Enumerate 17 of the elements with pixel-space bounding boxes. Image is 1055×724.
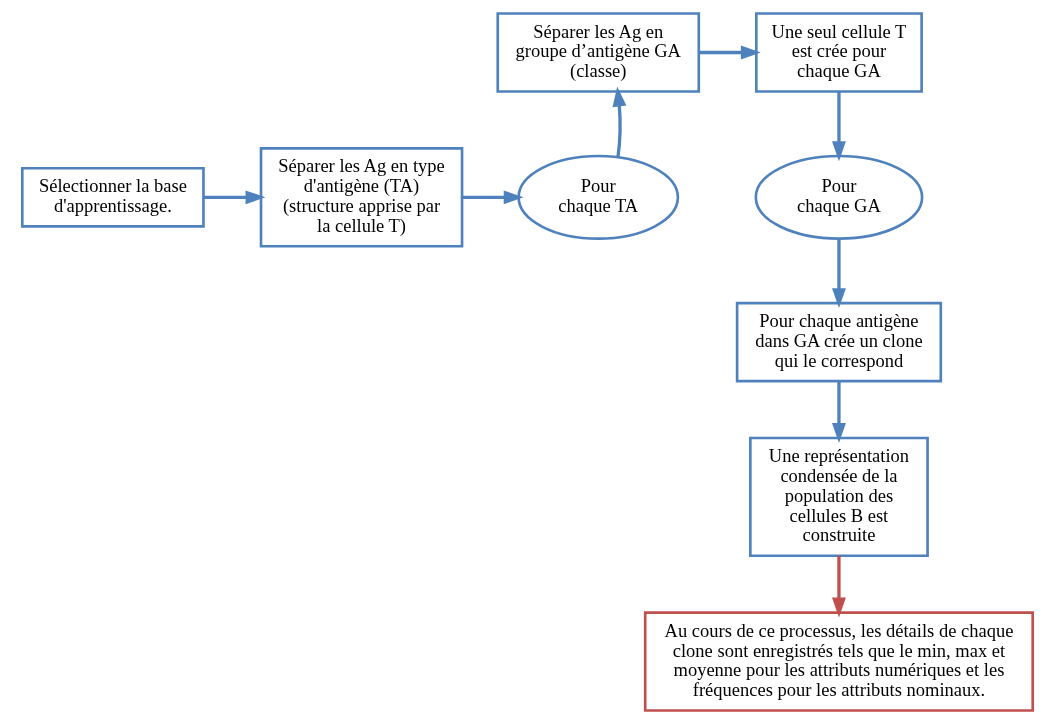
node-box: Une seul cellule T est crée pour chaque GA <box>754 12 923 93</box>
arrow <box>698 45 761 60</box>
node-box: Séparer les Ag en groupe d’antigène GA (classe) <box>496 12 701 93</box>
node-box: Séparer les Ag en type d'antigène (TA) (structure apprise par la cellule T) <box>259 147 464 248</box>
arrow <box>612 86 627 158</box>
arrow <box>203 190 266 205</box>
node-box: Une représentation condensée de la population des cellules B est construite <box>749 436 929 558</box>
node-box: Pour chaque antigène dans GA crée un clone qui le correspond <box>735 301 943 383</box>
node-ellipse: Pour chaque GA <box>754 154 924 240</box>
arrow <box>832 555 846 618</box>
node-box: Au cours de ce processus, les détails de chaque clone sont enregistrés tels que le min, max et moyenne pour les attributs numériques et les fréquences pour les attributs nominaux. <box>643 611 1035 712</box>
node-box: Sélectionner la base d'apprentissage. <box>20 166 205 228</box>
arrow <box>462 190 524 205</box>
arrow <box>832 381 846 443</box>
arrow <box>832 238 846 309</box>
node-ellipse: Pour chaque TA <box>517 154 680 240</box>
arrow <box>832 91 846 162</box>
